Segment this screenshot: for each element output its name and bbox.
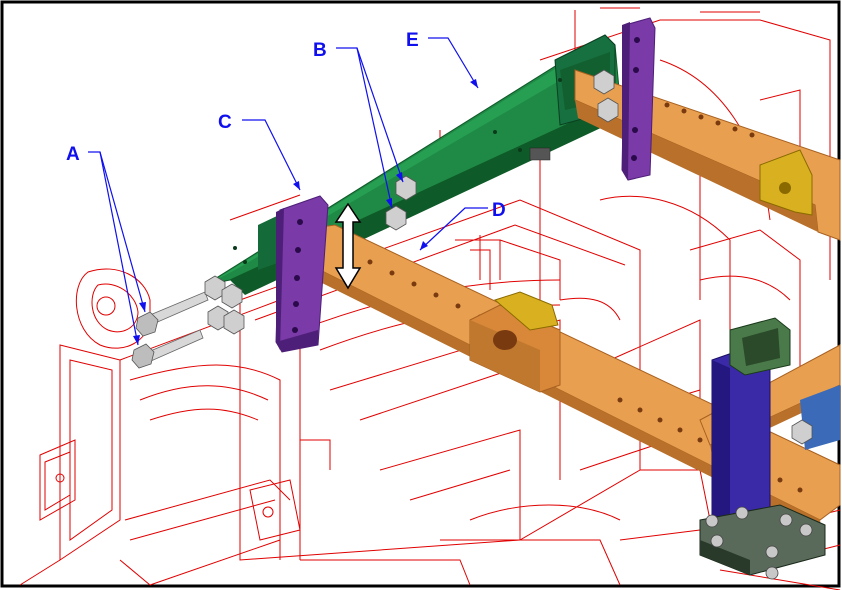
arrowhead-b2 (386, 198, 392, 208)
nuts-b (385, 69, 813, 445)
vertical-post (699, 317, 840, 580)
callout-a-label: A (66, 144, 80, 165)
arrowhead-d (420, 241, 428, 250)
arrowhead-a1 (139, 302, 146, 312)
callout-b-leaders (336, 47, 404, 209)
side-plates-c (275, 17, 656, 353)
callout-e-label: E (406, 30, 419, 51)
vertical-adjust-arrow (334, 202, 362, 290)
mounting-bracket-e (204, 34, 622, 295)
arrowhead-b1 (396, 172, 403, 182)
callout-c-leader (242, 119, 301, 191)
callout-d-leader (419, 207, 488, 251)
callout-a-leaders (88, 151, 146, 346)
callout-c-label: C (218, 112, 232, 133)
callout-d-label: D (492, 200, 506, 221)
callout-e-leader (428, 37, 479, 89)
yellow-pivot-blocks (493, 149, 813, 331)
arrowhead-e (470, 79, 478, 88)
callout-b-label: B (313, 40, 327, 61)
arrowhead-c (293, 181, 300, 190)
bolts-a (131, 275, 245, 369)
arrowhead-a2 (133, 335, 140, 345)
